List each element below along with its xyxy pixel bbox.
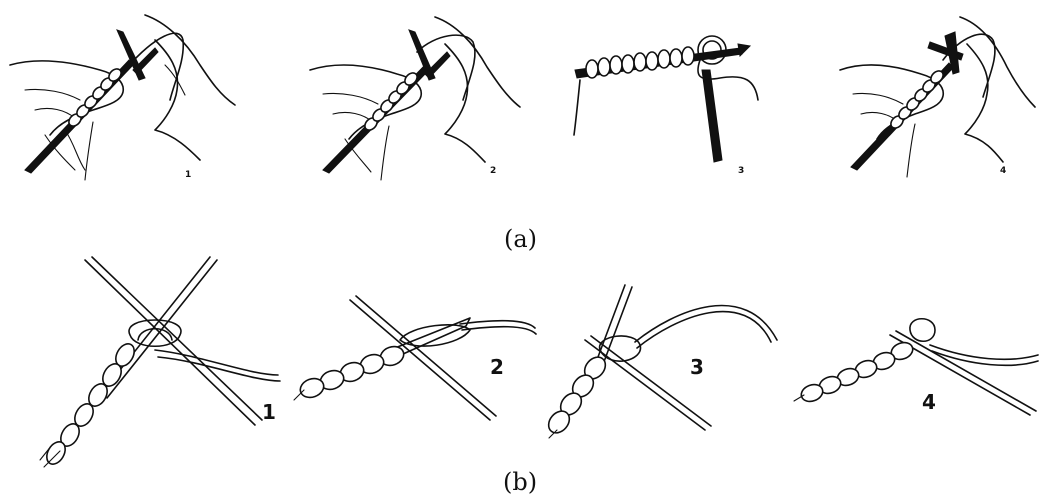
row-a-step-1-number: 1 bbox=[185, 170, 191, 180]
row-a-step-3-illustration bbox=[570, 20, 760, 170]
row-b-step-4-number: 4 bbox=[922, 390, 936, 414]
row-b-step-1-number: 1 bbox=[262, 400, 276, 424]
row-b-step-1-illustration bbox=[30, 255, 290, 470]
row-b-caption: (b) bbox=[503, 468, 537, 496]
row-b-step-3-illustration bbox=[545, 280, 785, 445]
row-a-step-1-illustration bbox=[5, 10, 245, 185]
row-b-step-4-illustration bbox=[790, 305, 1040, 425]
row-b-step-2-number: 2 bbox=[490, 355, 504, 379]
row-a-step-3-number: 3 bbox=[738, 166, 744, 176]
row-a-step-2-number: 2 bbox=[490, 166, 496, 176]
row-a-step-4-number: 4 bbox=[1000, 166, 1006, 176]
row-a-step-2-illustration bbox=[305, 12, 525, 187]
row-b-step-3-number: 3 bbox=[690, 355, 704, 379]
row-a-caption: (a) bbox=[504, 225, 537, 253]
row-a-step-4-illustration bbox=[835, 12, 1040, 182]
